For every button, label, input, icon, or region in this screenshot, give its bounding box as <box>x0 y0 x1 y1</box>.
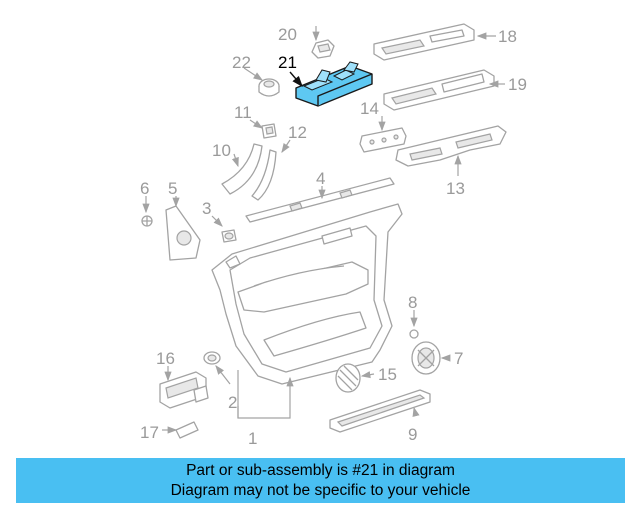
callout-1: 1 <box>248 429 257 448</box>
callout-5: 5 <box>168 179 177 198</box>
callout-21: 21 <box>278 53 297 72</box>
banner-line-2: Diagram may not be specific to your vehi… <box>170 482 471 499</box>
leader-lines <box>142 26 505 434</box>
callout-4: 4 <box>316 169 325 188</box>
callout-15: 15 <box>378 365 397 384</box>
callout-2: 2 <box>228 393 237 412</box>
callout-12: 12 <box>288 123 307 142</box>
info-banner: Part or sub-assembly is #21 in diagram D… <box>16 458 625 503</box>
callout-6: 6 <box>140 179 149 198</box>
callout-10: 10 <box>212 141 231 160</box>
part-3-clip[interactable] <box>221 229 237 243</box>
banner-line-1: Part or sub-assembly is #21 in diagram <box>186 462 455 479</box>
part-1-door-panel[interactable] <box>211 203 403 385</box>
callout-17: 17 <box>140 423 159 442</box>
callout-11: 11 <box>234 103 252 122</box>
part-9-seal[interactable] <box>329 389 431 433</box>
callout-13: 13 <box>446 179 465 198</box>
callout-16: 16 <box>156 349 175 368</box>
part-12-trim[interactable] <box>251 149 277 201</box>
part-16-handle[interactable] <box>159 371 209 409</box>
part-19-armrest-trim[interactable] <box>383 69 495 111</box>
part-6-screw[interactable] <box>141 215 153 227</box>
callout-14: 14 <box>360 99 379 118</box>
callout-20: 20 <box>278 25 297 44</box>
part-22-knob[interactable] <box>258 78 280 97</box>
part-11-clip[interactable] <box>261 123 277 139</box>
callout-labels: 1 2 3 4 5 6 7 8 9 10 11 12 13 14 15 16 1… <box>140 25 527 448</box>
part-8-pin[interactable] <box>409 329 419 339</box>
part-2-knob[interactable] <box>203 351 221 365</box>
callout-19: 19 <box>508 75 527 94</box>
part-10-trim[interactable] <box>221 143 263 195</box>
part-20-clip[interactable] <box>311 39 335 59</box>
part-7-speaker[interactable] <box>411 341 441 375</box>
part-14-bezel[interactable] <box>359 127 407 153</box>
callout-8: 8 <box>408 293 417 312</box>
part-18-armrest-trim[interactable] <box>373 23 475 61</box>
part-15-grille[interactable] <box>335 363 361 393</box>
part-13-bracket[interactable] <box>395 125 507 167</box>
part-4-rail[interactable] <box>245 177 395 223</box>
callout-18: 18 <box>498 27 517 46</box>
callout-7: 7 <box>454 349 463 368</box>
part-5-mirror-cover[interactable] <box>165 205 201 261</box>
callout-3: 3 <box>202 199 211 218</box>
callout-9: 9 <box>408 425 417 444</box>
part-17-screw[interactable] <box>175 421 199 439</box>
part-21-window-switch[interactable] <box>295 61 373 107</box>
callout-22: 22 <box>232 53 251 72</box>
